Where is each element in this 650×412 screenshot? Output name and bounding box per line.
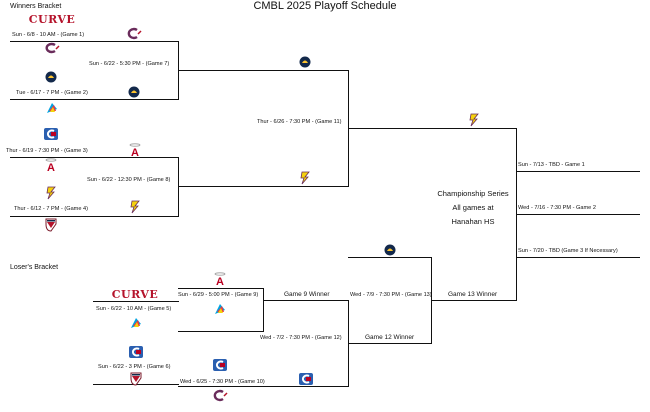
c-logo-icon — [126, 27, 142, 40]
game8-label: Sun - 6/22 - 12:30 PM - (Game 8) — [87, 177, 171, 183]
game3-label: Thur - 6/19 - 7:30 PM - (Game 3) — [6, 148, 88, 154]
page-title: CMBL 2025 Playoff Schedule — [253, 0, 397, 12]
angels-a-icon: A — [44, 158, 58, 174]
championship-venue-line2: Hanahan HS — [451, 217, 495, 226]
bracket-line — [10, 216, 93, 217]
angels-a-icon: A — [213, 272, 227, 288]
bracket-line — [178, 288, 264, 289]
c-logo-icon — [44, 128, 58, 140]
game5-label: Sun - 6/22 - 10 AM - (Game 5) — [96, 306, 172, 312]
bracket-line — [93, 301, 179, 302]
losers-bracket-label: Loser's Bracket — [10, 264, 59, 271]
bracket-line — [263, 288, 264, 332]
svg-text:A: A — [47, 162, 55, 174]
game9-label: Sun - 6/29 - 5:00 PM - (Game 9) — [178, 292, 259, 298]
marlins-icon — [45, 101, 59, 114]
c-logo-icon — [213, 359, 227, 371]
lightning-bolt-icon — [45, 186, 57, 200]
shield-crest-icon — [45, 218, 57, 232]
bracket-line — [10, 41, 93, 42]
bracket-line — [516, 257, 640, 258]
bracket-line — [516, 171, 640, 172]
marlins-icon — [129, 316, 143, 329]
game6-label: Sun - 6/22 - 3 PM - (Game 6) — [98, 364, 171, 370]
championship-game3-label: Sun - 7/20 - TBD (Game 3 If Necessary) — [518, 248, 618, 254]
curve-wordmark-icon: CURVE — [28, 12, 76, 26]
game7-label: Sun - 6/22 - 5:30 PM - (Game 7) — [89, 61, 170, 67]
championship-venue-line1: All games at — [452, 203, 494, 212]
winners-bracket-label: Winners Bracket — [10, 3, 62, 10]
lightning-bolt-icon — [299, 171, 311, 185]
championship-game1-label: Sun - 7/13 - TBD - Game 1 — [518, 162, 585, 168]
bracket-line — [93, 41, 179, 42]
bracket-line — [93, 216, 179, 217]
bracket-line — [348, 343, 432, 344]
game9-winner-label: Game 9 Winner — [284, 291, 330, 298]
game13-label: Wed - 7/9 - 7:30 PM - (Game 13) — [350, 292, 432, 298]
c-logo-icon — [212, 389, 228, 402]
bracket-line — [10, 157, 93, 158]
game13-winner-label: Game 13 Winner — [448, 291, 498, 298]
game12-winner-label: Game 12 Winner — [365, 334, 415, 341]
bracket-line — [516, 214, 640, 215]
lightning-bolt-icon — [468, 113, 480, 127]
bracket-line — [93, 157, 179, 158]
curve-wordmark-icon: CURVE — [111, 288, 159, 301]
bracket-line — [348, 257, 432, 258]
championship-info: Championship Series All games at Hanahan… — [428, 187, 518, 229]
game11-label: Thur - 6/26 - 7:30 PM - (Game 11) — [257, 119, 342, 125]
bracket-line — [178, 386, 349, 387]
bracket-line — [178, 331, 264, 332]
bracket-line — [263, 300, 349, 301]
game4-label: Thur - 6/12 - 7 PM - (Game 4) — [14, 206, 88, 212]
svg-text:A: A — [216, 276, 224, 288]
shield-crest-icon — [130, 372, 142, 386]
c-logo-icon — [129, 346, 143, 358]
bracket-line — [178, 70, 349, 71]
bracket-line — [93, 99, 179, 100]
angels-a-icon: A — [128, 143, 142, 159]
game10-label: Wed - 6/25 - 7:30 PM - (Game 10) — [180, 379, 265, 385]
brewers-glove-icon — [384, 244, 396, 256]
game12-label: Wed - 7/2 - 7:30 PM - (Game 12) — [260, 335, 342, 341]
lightning-bolt-icon — [129, 200, 141, 214]
marlins-icon — [213, 302, 227, 315]
bracket-line — [348, 128, 517, 129]
bracket-line — [178, 157, 179, 217]
brewers-glove-icon — [45, 71, 57, 83]
bracket-line — [431, 300, 517, 301]
brewers-glove-icon — [128, 86, 140, 98]
championship-title: Championship Series — [437, 189, 509, 198]
championship-game2-label: Wed - 7/16 - 7:30 PM - Game 2 — [518, 205, 596, 211]
c-logo-icon — [44, 42, 60, 54]
svg-text:A: A — [131, 147, 139, 159]
game2-label: Tue - 6/17 - 7 PM - (Game 2) — [16, 90, 88, 96]
game1-label: Sun - 6/8 - 10 AM - (Game 1) — [12, 32, 85, 38]
brewers-glove-icon — [299, 56, 311, 68]
bracket-line — [178, 186, 349, 187]
c-logo-icon — [299, 373, 313, 385]
bracket-line — [10, 99, 93, 100]
